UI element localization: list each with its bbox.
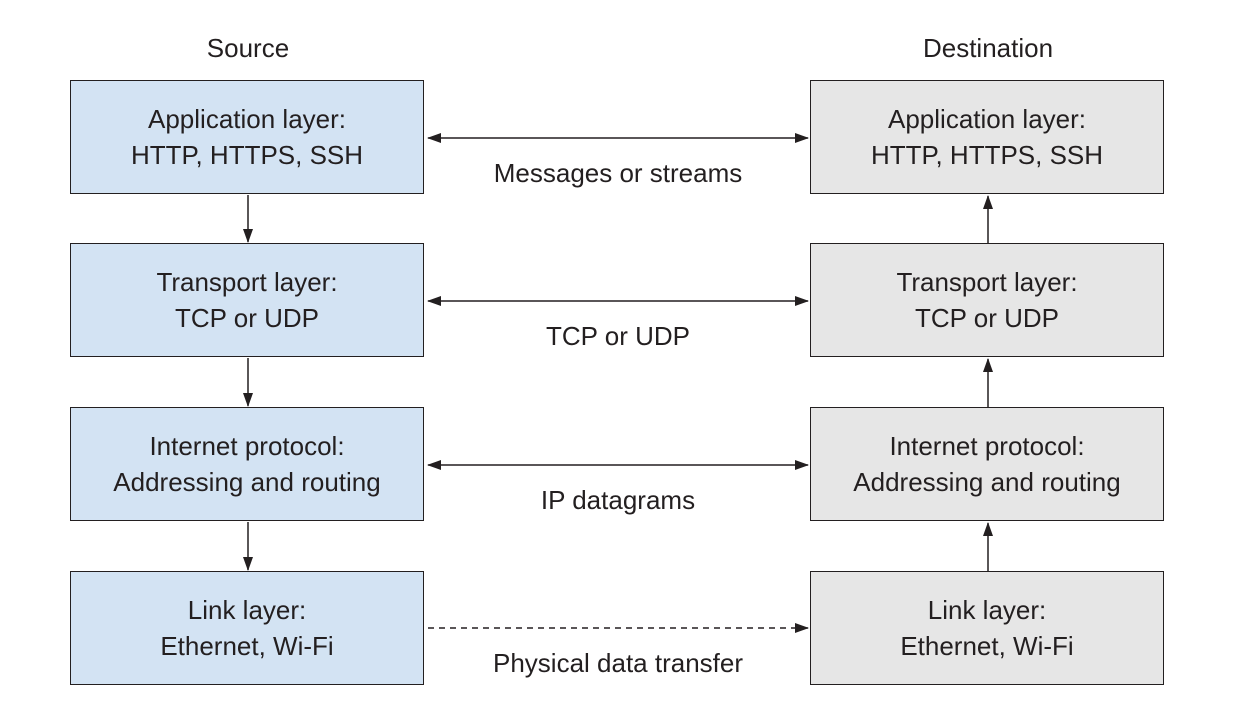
box-detail: HTTP, HTTPS, SSH [870, 140, 1104, 170]
internet-link-label: IP datagrams [540, 485, 696, 515]
box-detail: Addressing and routing [853, 467, 1121, 497]
source-transport-layer-box: Transport layer: TCP or UDP [70, 243, 424, 357]
source-link-layer-box: Link layer: Ethernet, Wi-Fi [70, 571, 424, 685]
application-link-label: Messages or streams [493, 158, 743, 188]
box-title: Transport layer: [896, 267, 1078, 297]
destination-application-layer-box: Application layer: HTTP, HTTPS, SSH [810, 80, 1164, 194]
destination-link-layer-box: Link layer: Ethernet, Wi-Fi [810, 571, 1164, 685]
box-detail: Addressing and routing [113, 467, 381, 497]
destination-internet-protocol-box: Internet protocol: Addressing and routin… [810, 407, 1164, 521]
transport-link-label: TCP or UDP [546, 321, 690, 351]
box-title: Application layer: [888, 104, 1086, 134]
source-title: Source [206, 33, 290, 63]
source-application-layer-box: Application layer: HTTP, HTTPS, SSH [70, 80, 424, 194]
box-detail: Ethernet, Wi-Fi [160, 631, 334, 661]
destination-title: Destination [922, 33, 1054, 63]
box-detail: Ethernet, Wi-Fi [900, 631, 1074, 661]
box-title: Link layer: [927, 595, 1047, 625]
destination-transport-layer-box: Transport layer: TCP or UDP [810, 243, 1164, 357]
source-internet-protocol-box: Internet protocol: Addressing and routin… [70, 407, 424, 521]
physical-link-label: Physical data transfer [492, 648, 743, 678]
box-detail: TCP or UDP [915, 303, 1059, 333]
box-title: Internet protocol: [149, 431, 345, 461]
box-title: Link layer: [187, 595, 307, 625]
box-title: Application layer: [148, 104, 346, 134]
box-title: Transport layer: [156, 267, 338, 297]
box-detail: TCP or UDP [175, 303, 319, 333]
box-detail: HTTP, HTTPS, SSH [130, 140, 364, 170]
box-title: Internet protocol: [889, 431, 1085, 461]
